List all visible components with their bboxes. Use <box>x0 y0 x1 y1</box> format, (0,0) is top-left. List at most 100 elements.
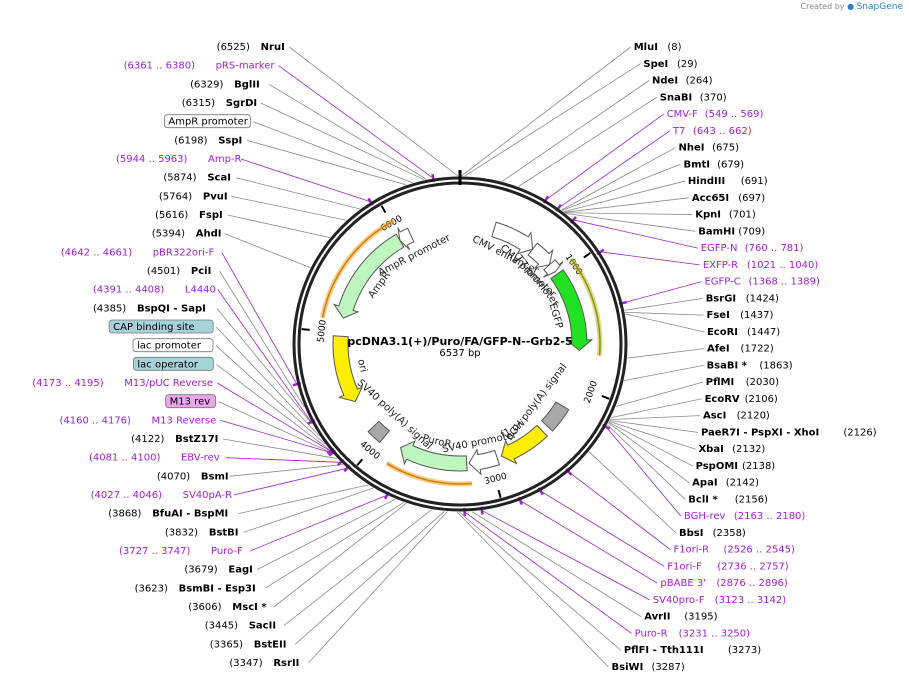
label-position: (6329) <box>190 79 223 90</box>
label-position: (1722) <box>741 344 774 355</box>
orf-line-puror <box>386 462 472 485</box>
label-name: FseI <box>707 310 730 321</box>
label-name: BclI * <box>688 494 718 505</box>
site-label-snabi: SnaBI(370) <box>660 92 727 103</box>
label-name: PflMI <box>706 377 734 388</box>
leader-line <box>610 415 700 421</box>
leader-line <box>561 147 676 211</box>
leader-line <box>471 511 642 618</box>
leader-line <box>627 348 705 359</box>
leader-line <box>218 401 333 454</box>
leader-line <box>625 313 705 333</box>
label-position: (8) <box>667 42 681 53</box>
leader-line <box>608 421 693 467</box>
label-position: (29) <box>677 59 698 70</box>
label-name: CMV-F <box>667 109 698 120</box>
tag-text: CAP binding site <box>113 322 195 333</box>
label-name: EGFP-C <box>704 277 740 288</box>
label-name: PspOMI <box>696 461 738 472</box>
leader-line <box>501 80 650 182</box>
label-name: M13/pUC Reverse <box>124 378 213 389</box>
site-label-msci: (3606)MscI * <box>188 602 267 613</box>
primer-label-puro-r: Puro-R(3231 .. 3250) <box>635 628 751 639</box>
label-name: ApaI <box>692 478 717 489</box>
scale-tick <box>380 205 387 214</box>
label-name: T7 <box>672 126 685 137</box>
label-position: (4173 .. 4195) <box>32 378 104 389</box>
leader-line <box>268 83 427 180</box>
label-name: PflFI - Tth111I <box>624 645 704 656</box>
site-label-bfuai-bspmi: (3868)BfuAI - BspMI <box>108 509 228 520</box>
label-position: (3287) <box>652 662 685 673</box>
site-label-ndei: NdeI (264) <box>652 76 713 87</box>
leader-line <box>459 511 622 651</box>
site-label-nrui: (6525)NruI <box>217 42 285 53</box>
label-position: (2736 .. 2757) <box>717 561 789 572</box>
site-label-bmti: BmtI(679) <box>683 159 744 170</box>
label-name: PciI <box>191 266 211 277</box>
label-name: BspQI - SapI <box>137 303 206 314</box>
label-name: SacII <box>249 621 276 632</box>
label-position: (679) <box>717 159 744 170</box>
label-name: FspI <box>199 210 223 221</box>
label-position: (3727 .. 3747) <box>119 546 191 557</box>
label-name: EcoRI <box>707 327 738 338</box>
leader-line <box>563 180 686 213</box>
label-name: NruI <box>261 42 285 53</box>
feature-tag-ampr-promoter: AmpR promoter <box>163 114 251 129</box>
label-name: BsmBI - Esp3I <box>179 583 256 594</box>
site-label-sgrdi: (6315)SgrDI <box>182 98 257 109</box>
leader-line <box>624 311 704 316</box>
label-position: (701) <box>729 210 756 221</box>
label-name: L4440 <box>185 285 216 296</box>
leader-line <box>216 308 313 425</box>
label-position: (4027 .. 4046) <box>91 490 163 501</box>
leader-line <box>564 212 693 215</box>
site-label-spei: SpeI(29) <box>643 59 697 70</box>
label-name: KpnI <box>695 210 721 221</box>
label-position: (2526 .. 2545) <box>723 545 795 556</box>
leader-line <box>518 96 657 187</box>
label-name: BsmI <box>201 471 229 482</box>
site-label-kpni: KpnI (701) <box>695 210 756 221</box>
leader-line <box>610 398 702 418</box>
leader-line <box>622 281 702 304</box>
label-position: (4385) <box>93 303 126 314</box>
label-name: BsaBI * <box>707 360 748 371</box>
feature-ori <box>332 335 364 403</box>
label-position: (370) <box>700 92 727 103</box>
leader-line <box>243 487 374 533</box>
label-position: (2163 .. 2180) <box>734 511 806 522</box>
site-label-rsrii: (3347)RsrII <box>229 658 299 669</box>
leader-line <box>481 510 650 601</box>
leader-line <box>308 511 448 664</box>
leader-line <box>224 233 311 268</box>
label-position: (2132) <box>732 444 765 455</box>
label-name: Acc65I <box>692 193 729 204</box>
site-label-sspi: (6198)SspI <box>174 135 242 146</box>
label-position: (1863) <box>759 360 792 371</box>
label-name: PaeR7I - PspXI - XhoI <box>701 427 819 438</box>
leader-line <box>225 457 341 463</box>
primer-label-cmv-f: CMV-F(549 .. 569) <box>667 109 764 120</box>
primer-label-bgh-rev: BGH-rev(2163 .. 2180) <box>684 511 806 522</box>
primer-label-exfp-r: EXFP-R(1021 .. 1040) <box>703 260 819 271</box>
leader-line <box>520 500 658 584</box>
label-position: (5874) <box>163 173 196 184</box>
feature-cmv-enhancer <box>491 221 534 255</box>
feature-egfp <box>550 269 594 352</box>
label-name: AscI <box>703 411 726 422</box>
site-label-bsmi: (4070)BsmI <box>157 471 229 482</box>
leader-line <box>558 130 671 209</box>
leader-line <box>216 364 330 450</box>
label-name: NdeI <box>652 76 678 87</box>
label-position: (264) <box>686 76 713 87</box>
label-name: XbaI <box>698 444 723 455</box>
feature-f1-ori <box>500 424 549 465</box>
leader-line <box>283 509 432 626</box>
label-position: (4391 .. 4408) <box>93 285 165 296</box>
leader-line <box>231 195 347 221</box>
site-label-sacii: (3445)SacII <box>205 621 276 632</box>
label-name: F1ori-R <box>673 545 709 556</box>
